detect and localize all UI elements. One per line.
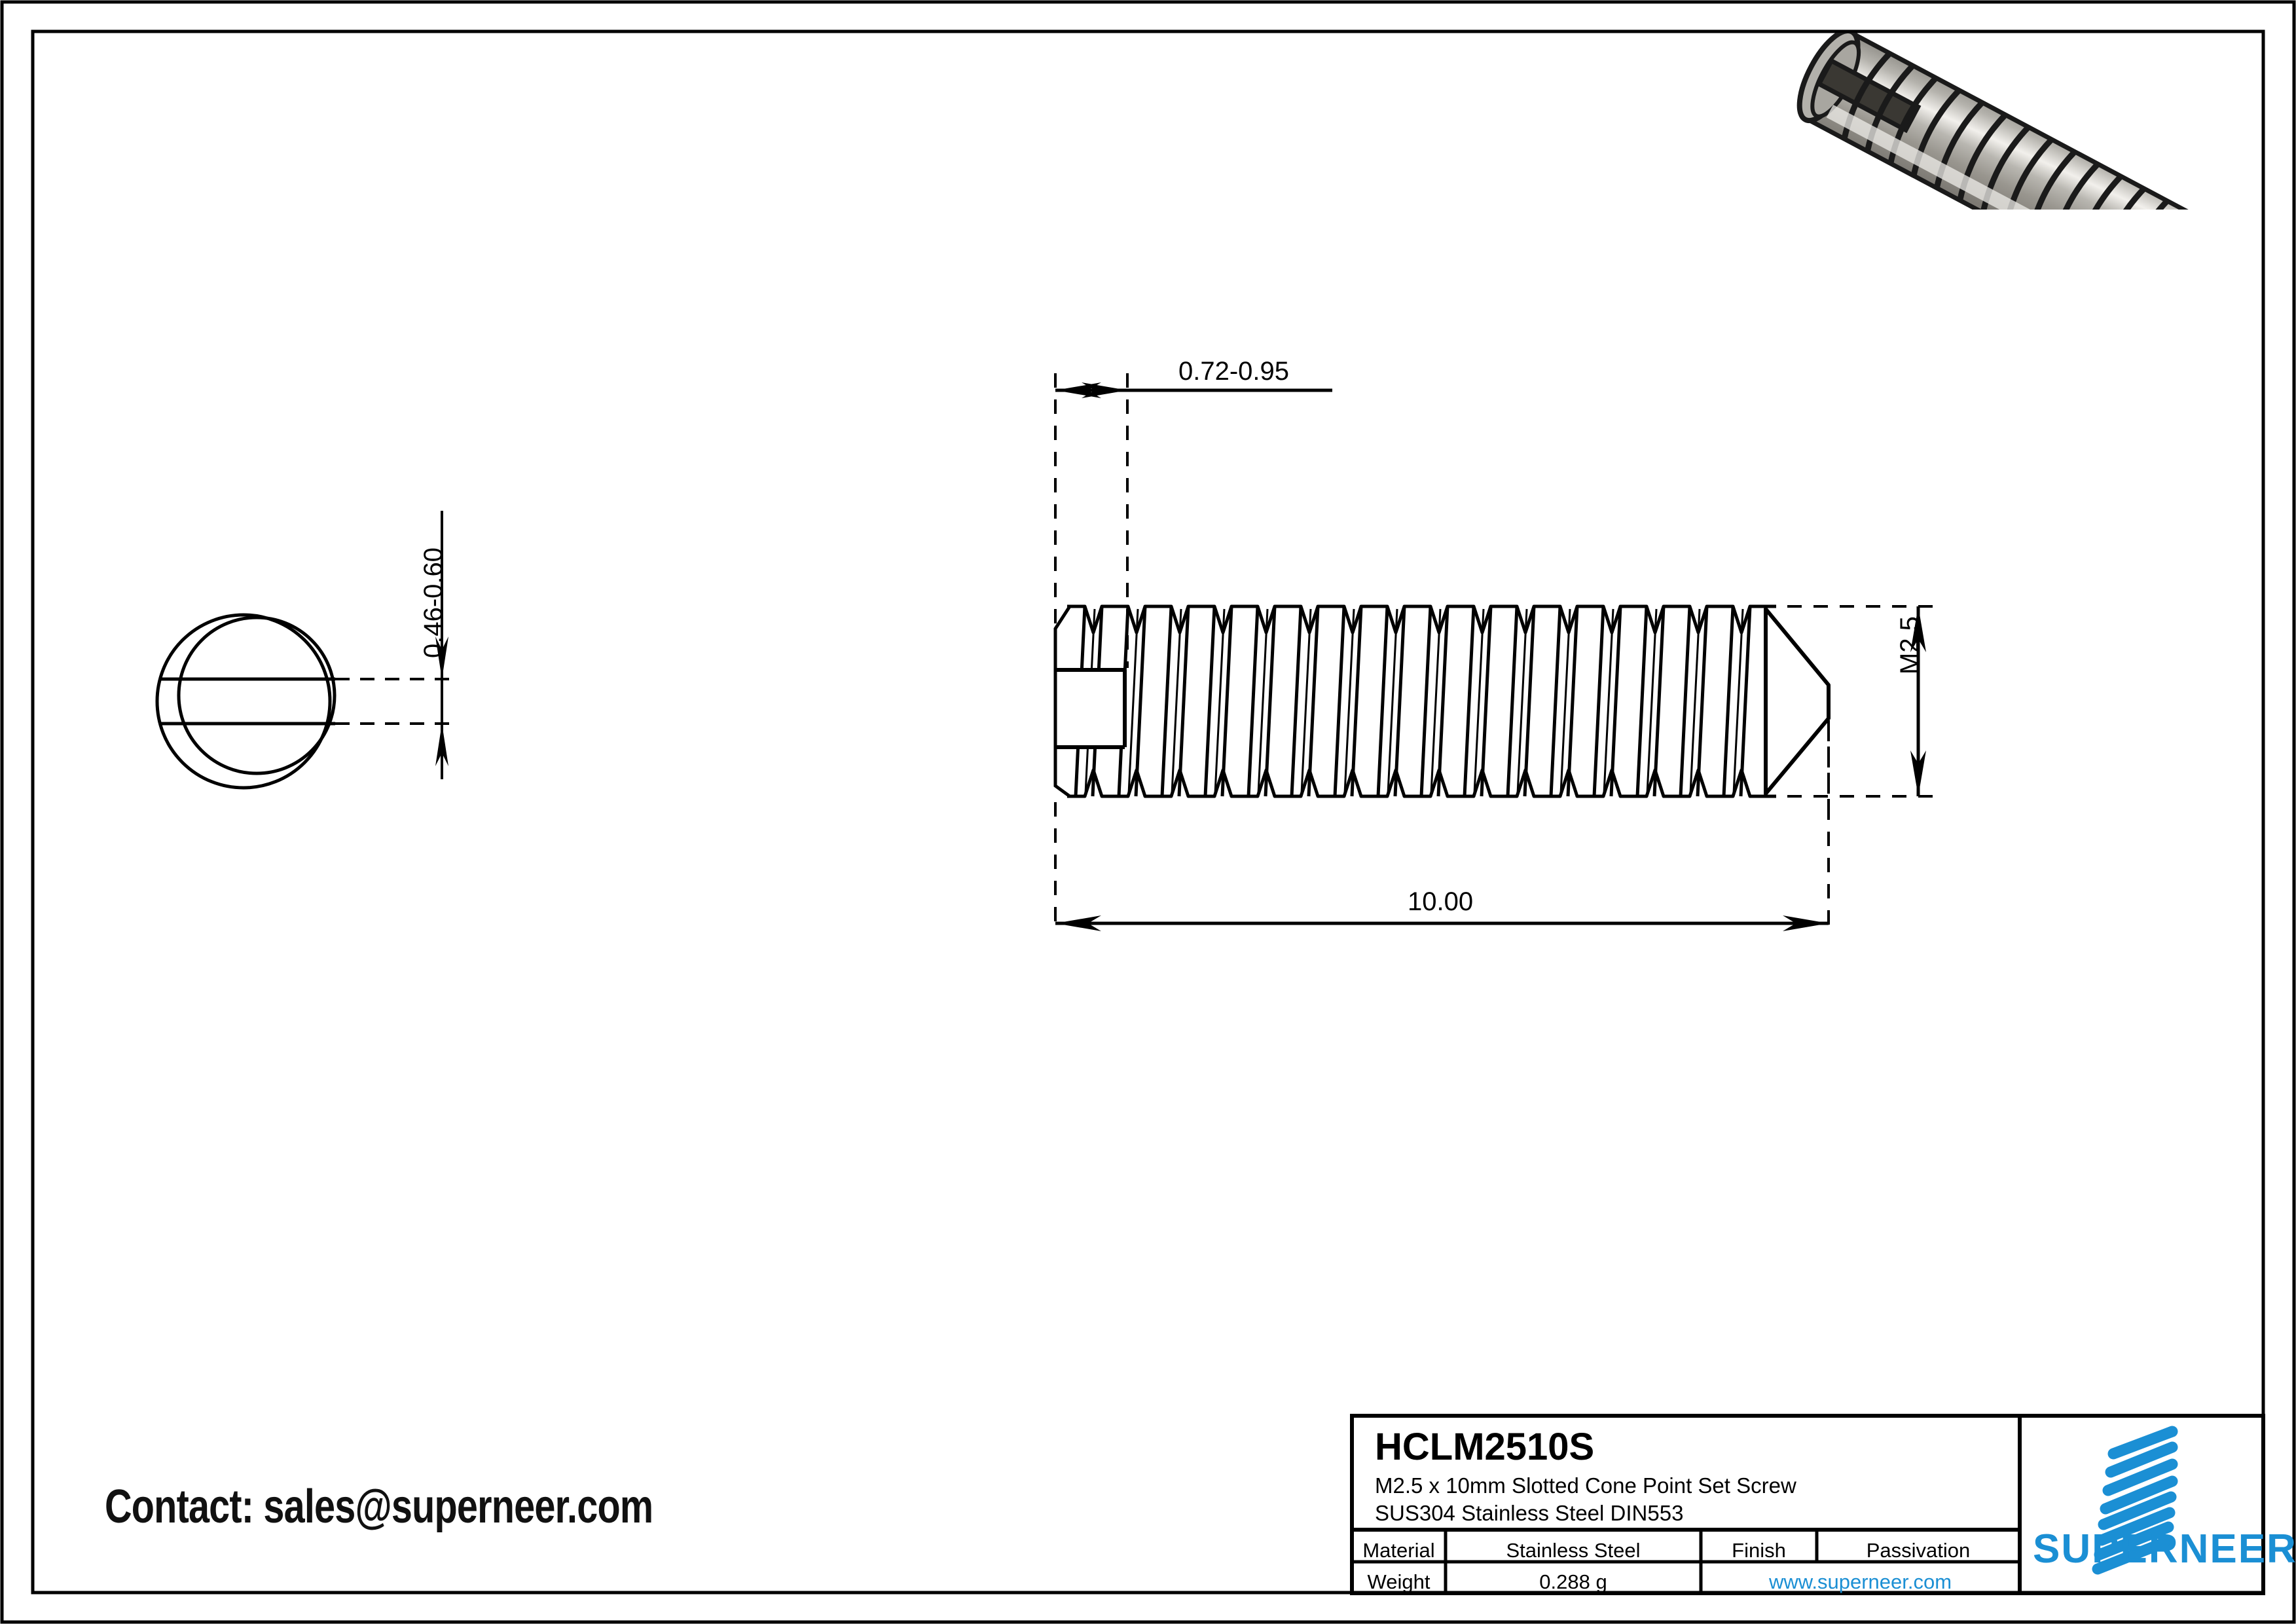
iso-highlight [1826, 104, 2186, 210]
finish-label: Finish [1732, 1539, 1786, 1562]
iso-render [1796, 33, 2220, 210]
dimension-overall-length-arrows [1055, 915, 1829, 931]
weight-value: 0.288 g [1539, 1570, 1607, 1593]
dimension-label-overall-length: 10.00 [1408, 887, 1474, 916]
sheet-inner-frame [31, 29, 2265, 1595]
slot-void [1048, 670, 1125, 747]
dimension-label-slot-depth: 0.72-0.95 [1178, 357, 1290, 386]
end-view-outer-circle [155, 613, 332, 790]
description-line-2: SUS304 Stainless Steel DIN553 [1375, 1501, 1684, 1525]
part-number: HCLM2510S [1375, 1426, 1595, 1468]
material-label: Material [1362, 1539, 1435, 1562]
logo-wordmark: SUPERNEER [2033, 1526, 2296, 1572]
dimension-slot-depth-arrows [1055, 382, 1127, 398]
website-link[interactable]: www.superneer.com [1768, 1570, 1952, 1593]
dimension-slot-width-arrows [435, 637, 448, 766]
side-view-slot [1048, 605, 1127, 798]
arrowhead-up [435, 724, 448, 766]
end-view-geometry [155, 613, 337, 790]
arrowhead-left [1055, 915, 1101, 931]
title-block-outer [1350, 1414, 2265, 1595]
weight-label: Weight [1367, 1570, 1430, 1593]
material-value: Stainless Steel [1506, 1539, 1641, 1562]
contact-email-text: Contact: sales@superneer.com [105, 1481, 653, 1533]
title-block-frame [1350, 1414, 2265, 1595]
arrowhead-down [435, 637, 448, 679]
dimension-thread-size-arrows [1910, 606, 1926, 796]
finish-value: Passivation [1866, 1539, 1971, 1562]
dimension-overall-length [1054, 727, 1830, 933]
side-view-geometry [1048, 604, 1831, 798]
arrowhead-down [1910, 750, 1926, 796]
arrowhead-right [1783, 915, 1829, 931]
logo-stripes-icon [2092, 1426, 2178, 1575]
description-line-1: M2.5 x 10mm Slotted Cone Point Set Screw [1375, 1473, 1796, 1498]
iso-thread-ribs [1841, 50, 2171, 210]
iso-slot [1815, 58, 1922, 134]
thread-crest-top [1067, 604, 1776, 635]
arrowhead-up [1910, 606, 1926, 652]
thread-inner-helix-lines [1084, 608, 1744, 794]
arrowhead-right [1082, 382, 1127, 398]
end-view-inner-circle [177, 616, 337, 775]
